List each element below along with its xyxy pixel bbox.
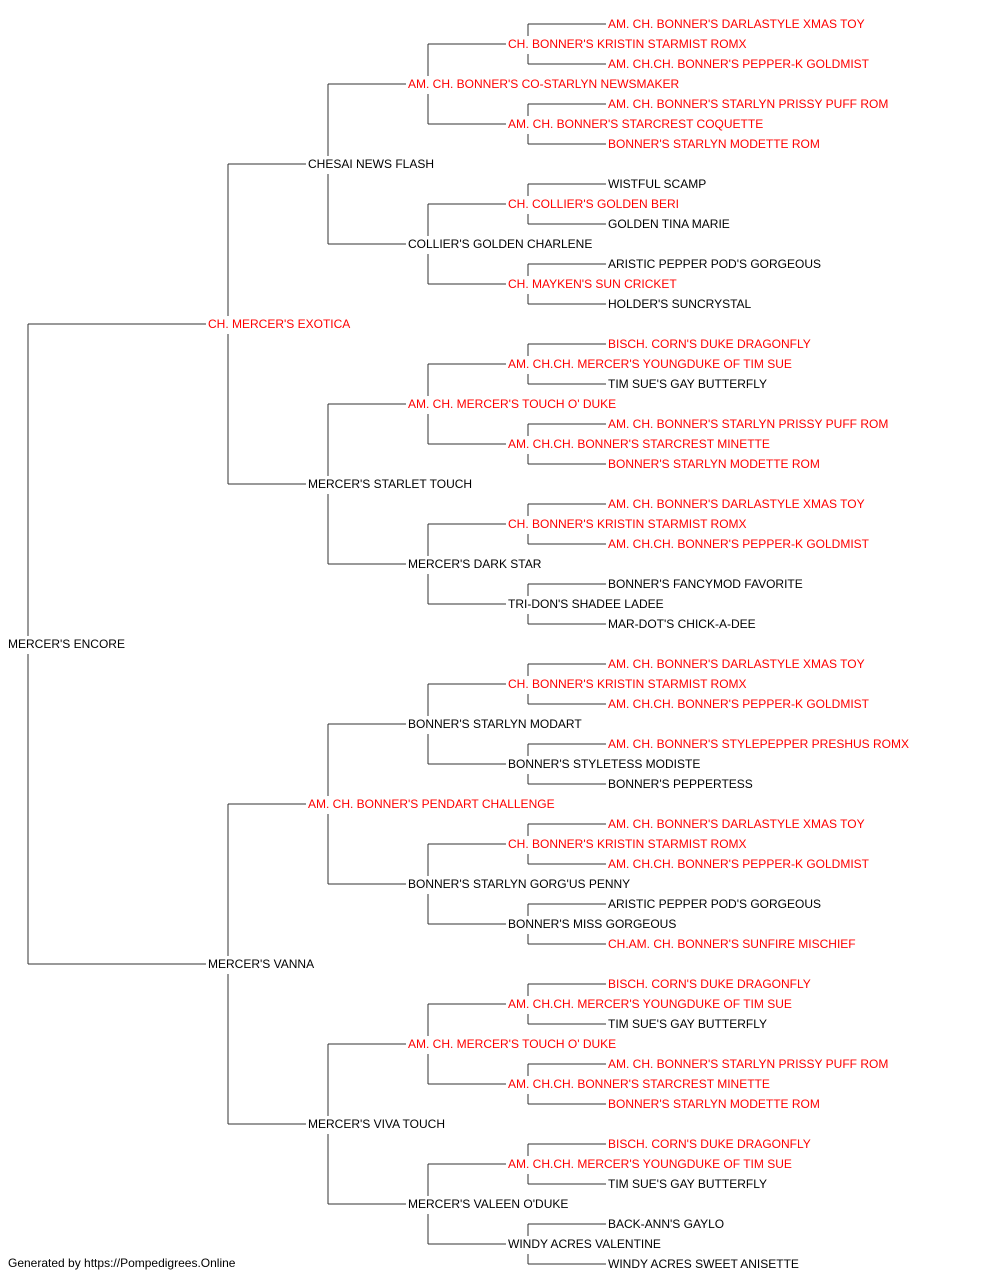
pedigree-entry-gen-5: CH.AM. CH. BONNER'S SUNFIRE MISCHIEF <box>608 937 856 951</box>
pedigree-entry-gen-3: BONNER'S STARLYN GORG'US PENNY <box>408 877 631 891</box>
pedigree-entry-gen-4: AM. CH.CH. MERCER'S YOUNGDUKE OF TIM SUE <box>508 997 792 1011</box>
pedigree-entry-gen-4: BONNER'S STYLETESS MODISTE <box>508 757 701 771</box>
pedigree-entry-gen-5: AM. CH.CH. BONNER'S PEPPER-K GOLDMIST <box>608 857 869 871</box>
pedigree-entry-gen-5: WINDY ACRES SWEET ANISETTE <box>608 1257 799 1271</box>
pedigree-entry-gen-1: MERCER'S VANNA <box>208 957 315 971</box>
pedigree-entry-gen-5: AM. CH. BONNER'S STARLYN PRISSY PUFF ROM <box>608 1057 889 1071</box>
pedigree-entry-gen-5: BONNER'S STARLYN MODETTE ROM <box>608 137 820 151</box>
pedigree-entry-gen-2: MERCER'S VIVA TOUCH <box>308 1117 445 1131</box>
pedigree-entry-gen-4: AM. CH.CH. MERCER'S YOUNGDUKE OF TIM SUE <box>508 357 792 371</box>
pedigree-entry-gen-0: MERCER'S ENCORE <box>8 637 125 651</box>
pedigree-entry-gen-5: ARISTIC PEPPER POD'S GORGEOUS <box>608 897 821 911</box>
pedigree-entry-gen-4: TRI-DON'S SHADEE LADEE <box>508 597 664 611</box>
pedigree-entry-gen-5: AM. CH. BONNER'S DARLASTYLE XMAS TOY <box>608 817 865 831</box>
pedigree-entry-gen-5: HOLDER'S SUNCRYSTAL <box>608 297 752 311</box>
pedigree-entry-gen-3: MERCER'S VALEEN O'DUKE <box>408 1197 569 1211</box>
pedigree-entry-gen-5: BISCH. CORN'S DUKE DRAGONFLY <box>608 337 811 351</box>
pedigree-entry-gen-4: AM. CH. BONNER'S STARCREST COQUETTE <box>508 117 764 131</box>
pedigree-entry-gen-5: BACK-ANN'S GAYLO <box>608 1217 725 1231</box>
pedigree-entry-gen-5: BONNER'S FANCYMOD FAVORITE <box>608 577 803 591</box>
pedigree-entry-gen-3: MERCER'S DARK STAR <box>408 557 542 571</box>
pedigree-entry-gen-5: WISTFUL SCAMP <box>608 177 707 191</box>
generated-by-footer: Generated by https://Pompedigrees.Online <box>8 1256 236 1270</box>
pedigree-entry-gen-5: AM. CH. BONNER'S STARLYN PRISSY PUFF ROM <box>608 417 889 431</box>
pedigree-entry-gen-5: BISCH. CORN'S DUKE DRAGONFLY <box>608 1137 811 1151</box>
pedigree-entry-gen-5: TIM SUE'S GAY BUTTERFLY <box>608 377 767 391</box>
pedigree-entry-gen-2: AM. CH. BONNER'S PENDART CHALLENGE <box>308 797 555 811</box>
pedigree-entry-gen-5: MAR-DOT'S CHICK-A-DEE <box>608 617 756 631</box>
pedigree-entry-gen-4: CH. BONNER'S KRISTIN STARMIST ROMX <box>508 837 747 851</box>
pedigree-entry-gen-5: GOLDEN TINA MARIE <box>608 217 730 231</box>
pedigree-entry-gen-4: AM. CH.CH. BONNER'S STARCREST MINETTE <box>508 437 770 451</box>
pedigree-entry-gen-5: ARISTIC PEPPER POD'S GORGEOUS <box>608 257 821 271</box>
pedigree-entry-gen-5: TIM SUE'S GAY BUTTERFLY <box>608 1017 767 1031</box>
pedigree-entry-gen-4: CH. BONNER'S KRISTIN STARMIST ROMX <box>508 677 747 691</box>
pedigree-entry-gen-4: CH. BONNER'S KRISTIN STARMIST ROMX <box>508 517 747 531</box>
pedigree-entry-gen-3: AM. CH. MERCER'S TOUCH O' DUKE <box>408 397 617 411</box>
pedigree-entry-gen-2: CHESAI NEWS FLASH <box>308 157 435 171</box>
pedigree-entry-gen-5: AM. CH.CH. BONNER'S PEPPER-K GOLDMIST <box>608 697 869 711</box>
pedigree-entry-gen-5: BONNER'S PEPPERTESS <box>608 777 753 791</box>
pedigree-entry-gen-4: CH. MAYKEN'S SUN CRICKET <box>508 277 677 291</box>
pedigree-entry-gen-5: BISCH. CORN'S DUKE DRAGONFLY <box>608 977 811 991</box>
pedigree-entry-gen-5: AM. CH.CH. BONNER'S PEPPER-K GOLDMIST <box>608 57 869 71</box>
pedigree-entry-gen-5: AM. CH. BONNER'S STARLYN PRISSY PUFF ROM <box>608 97 889 111</box>
pedigree-entry-gen-5: BONNER'S STARLYN MODETTE ROM <box>608 457 820 471</box>
pedigree-entry-gen-3: AM. CH. MERCER'S TOUCH O' DUKE <box>408 1037 617 1051</box>
pedigree-entry-gen-4: CH. COLLIER'S GOLDEN BERI <box>508 197 679 211</box>
pedigree-entry-gen-5: BONNER'S STARLYN MODETTE ROM <box>608 1097 820 1111</box>
pedigree-entry-gen-2: MERCER'S STARLET TOUCH <box>308 477 473 491</box>
pedigree-entry-gen-5: TIM SUE'S GAY BUTTERFLY <box>608 1177 767 1191</box>
pedigree-entry-gen-4: CH. BONNER'S KRISTIN STARMIST ROMX <box>508 37 747 51</box>
pedigree-entry-gen-3: COLLIER'S GOLDEN CHARLENE <box>408 237 593 251</box>
pedigree-entry-gen-4: BONNER'S MISS GORGEOUS <box>508 917 677 931</box>
pedigree-entry-gen-3: BONNER'S STARLYN MODART <box>408 717 582 731</box>
pedigree-entry-gen-1: CH. MERCER'S EXOTICA <box>208 317 351 331</box>
pedigree-entry-gen-4: WINDY ACRES VALENTINE <box>508 1237 661 1251</box>
pedigree-entry-gen-4: AM. CH.CH. BONNER'S STARCREST MINETTE <box>508 1077 770 1091</box>
pedigree-entry-gen-5: AM. CH. BONNER'S DARLASTYLE XMAS TOY <box>608 497 865 511</box>
pedigree-entry-gen-5: AM. CH.CH. BONNER'S PEPPER-K GOLDMIST <box>608 537 869 551</box>
pedigree-entry-gen-3: AM. CH. BONNER'S CO-STARLYN NEWSMAKER <box>408 77 680 91</box>
pedigree-entry-gen-5: AM. CH. BONNER'S DARLASTYLE XMAS TOY <box>608 657 865 671</box>
pedigree-entry-gen-5: AM. CH. BONNER'S DARLASTYLE XMAS TOY <box>608 17 865 31</box>
pedigree-entry-gen-5: AM. CH. BONNER'S STYLEPEPPER PRESHUS ROM… <box>608 737 910 751</box>
pedigree-entry-gen-4: AM. CH.CH. MERCER'S YOUNGDUKE OF TIM SUE <box>508 1157 792 1171</box>
